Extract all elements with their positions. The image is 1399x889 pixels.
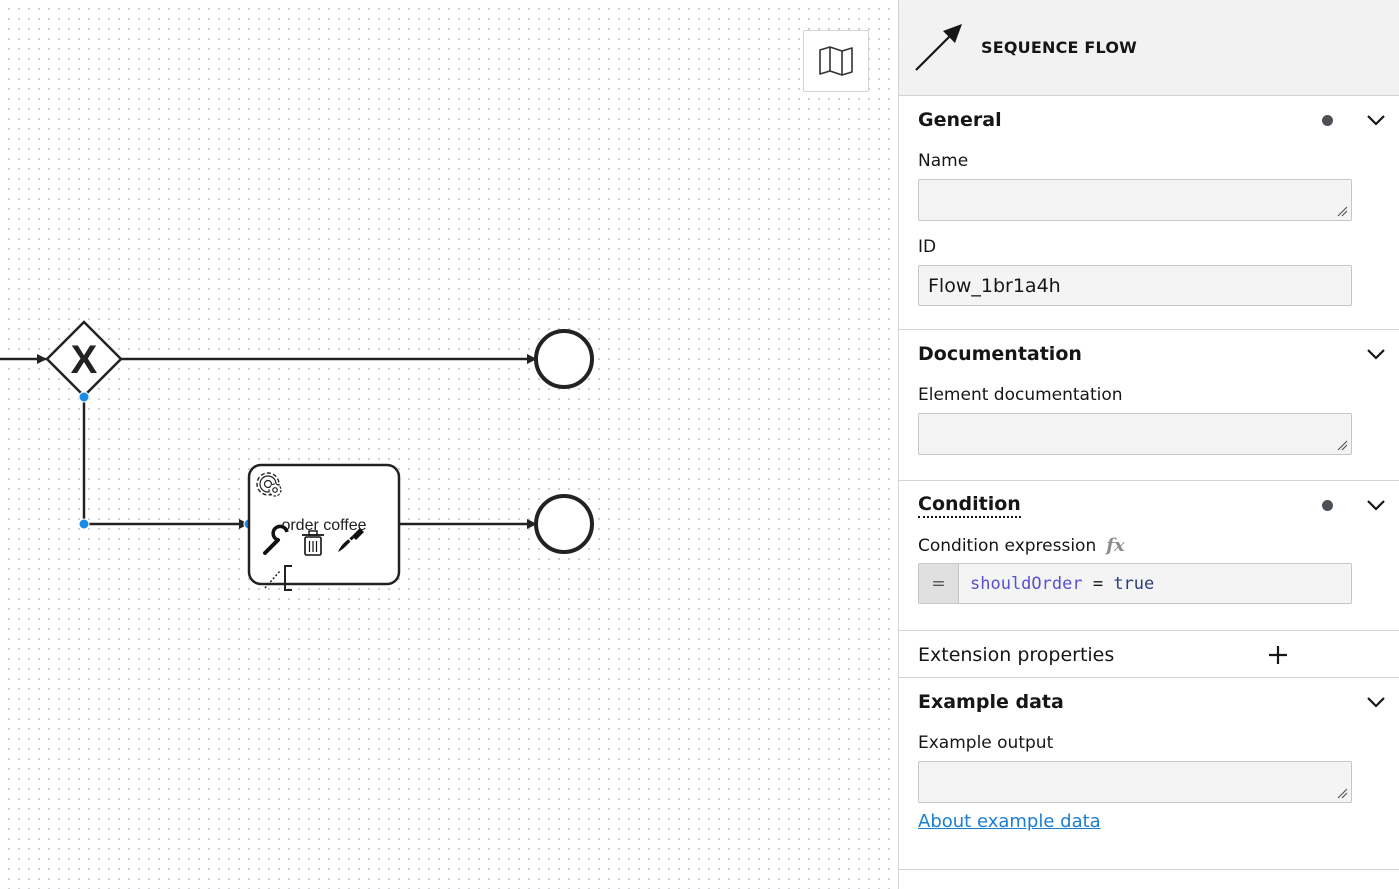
resize-handle-icon[interactable] <box>1337 788 1348 799</box>
chevron-down-icon[interactable] <box>1366 499 1386 511</box>
condition-expression-label: Condition expression <box>918 536 1097 556</box>
task-label: order coffee <box>281 517 366 534</box>
group-title: Documentation <box>918 343 1082 365</box>
condition-expression-field[interactable]: = shouldOrder = true <box>918 563 1352 604</box>
example-output-field[interactable] <box>918 761 1352 803</box>
condition-expression-label-row: Condition expression fx <box>899 535 1399 557</box>
diagram-canvas[interactable]: X order coffee <box>0 0 898 889</box>
properties-panel: SEQUENCE FLOW General Name ID Flow_1br1a… <box>898 0 1399 889</box>
service-task[interactable]: order coffee <box>247 463 401 591</box>
fx-icon[interactable]: fx <box>1106 535 1125 556</box>
group-extension-properties: Extension properties <box>899 631 1399 678</box>
end-event-1[interactable] <box>534 329 594 389</box>
bracket-marker <box>284 565 292 591</box>
group-title: General <box>918 109 1002 131</box>
minimap-toggle-button[interactable] <box>803 30 869 92</box>
data-indicator-dot <box>1322 115 1333 126</box>
group-header-general[interactable]: General <box>899 96 1399 144</box>
group-title: Example data <box>918 691 1064 713</box>
group-documentation: Documentation Element documentation <box>899 330 1399 481</box>
element-documentation-field[interactable] <box>918 413 1352 455</box>
trash-icon[interactable] <box>302 530 324 556</box>
wrench-icon[interactable] <box>263 524 289 555</box>
map-icon <box>819 46 853 76</box>
exclusive-gateway[interactable]: X <box>45 320 123 398</box>
chevron-down-icon[interactable] <box>1366 696 1386 708</box>
name-label: Name <box>918 151 969 171</box>
id-label: ID <box>918 237 937 257</box>
panel-header: SEQUENCE FLOW <box>899 0 1399 96</box>
bpmn-diagram[interactable]: X order coffee <box>0 0 898 889</box>
chevron-down-icon[interactable] <box>1366 348 1386 360</box>
selected-sequence-flow[interactable] <box>78 391 255 530</box>
group-general: General Name ID Flow_1br1a4h <box>899 96 1399 330</box>
group-header-extension-properties[interactable]: Extension properties <box>899 631 1399 678</box>
paintbrush-icon[interactable] <box>338 528 364 552</box>
feel-equals-prefix: = <box>919 564 959 603</box>
group-header-documentation[interactable]: Documentation <box>899 330 1399 378</box>
gear-icon <box>256 472 282 497</box>
resize-handle-icon[interactable] <box>1337 206 1348 217</box>
group-title: Extension properties <box>918 643 1115 666</box>
group-title: Condition <box>918 493 1021 518</box>
feel-expression[interactable]: shouldOrder = true <box>970 573 1155 594</box>
waypoint-handle[interactable] <box>78 518 90 530</box>
group-condition: Condition Condition expression fx = shou… <box>899 481 1399 631</box>
group-header-condition[interactable]: Condition <box>899 481 1399 529</box>
waypoint-handle[interactable] <box>78 391 90 403</box>
name-field[interactable] <box>918 179 1352 221</box>
about-example-data-link[interactable]: About example data <box>918 811 1101 832</box>
element-documentation-label: Element documentation <box>918 385 1123 405</box>
example-output-label: Example output <box>918 733 1054 753</box>
group-example-data: Example data Example output About exampl… <box>899 678 1399 870</box>
chevron-down-icon[interactable] <box>1366 114 1386 126</box>
data-indicator-dot <box>1322 500 1333 511</box>
sequence-flow-arrow-icon <box>915 23 962 71</box>
end-event-2[interactable] <box>534 494 594 554</box>
id-field[interactable]: Flow_1br1a4h <box>918 265 1352 306</box>
gateway-marker: X <box>71 338 98 382</box>
element-type-title: SEQUENCE FLOW <box>981 38 1138 57</box>
add-icon[interactable] <box>1268 645 1288 665</box>
resize-handle-icon[interactable] <box>1337 440 1348 451</box>
group-header-example-data[interactable]: Example data <box>899 678 1399 726</box>
